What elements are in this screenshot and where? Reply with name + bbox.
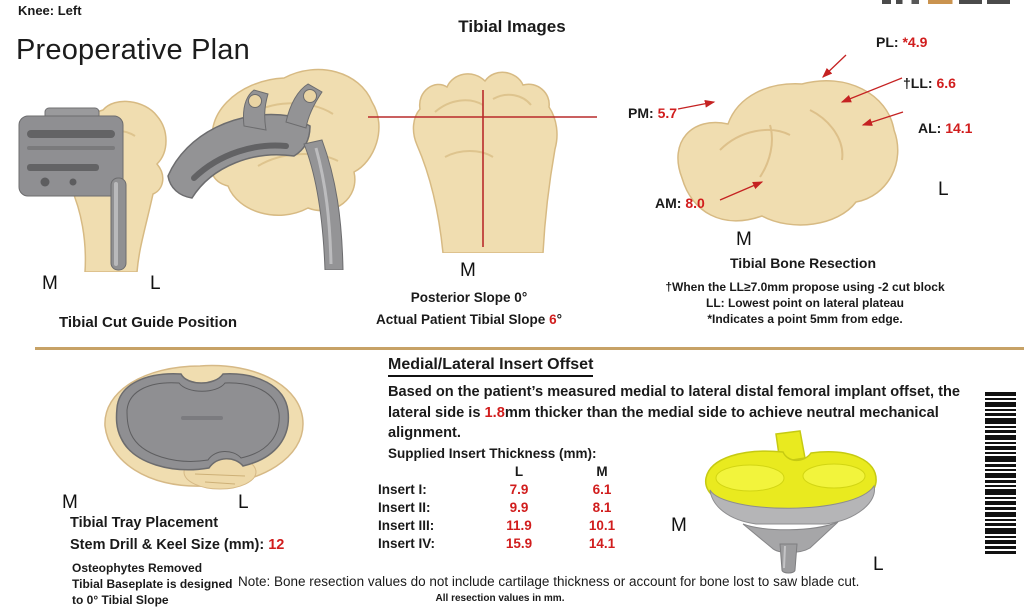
measurement-al: AL: 14.1 xyxy=(918,120,973,136)
insert-thickness-table: L M Insert I: 7.9 6.1 Insert II: 9.9 8.1… xyxy=(378,464,644,551)
resection-note-1: †When the LL≥7.0mm propose using -2 cut … xyxy=(665,280,945,294)
tibial-images-heading: Tibial Images xyxy=(458,17,566,36)
clipped-header-text xyxy=(882,0,1010,4)
insert-offset-paragraph: Based on the patient’s measured medial t… xyxy=(388,384,960,442)
posterior-slope-label: Posterior Slope 0° xyxy=(410,290,528,305)
table-cell: 9.9 xyxy=(509,500,529,515)
column-header-l: L xyxy=(514,464,524,479)
baseplate-note-line2: to 0° Tibial Slope xyxy=(72,593,169,607)
measurement-am: AM: 8.0 xyxy=(655,195,705,211)
table-row-label: Insert II: xyxy=(378,500,431,515)
baseplate-note-line1: Tibial Baseplate is designed xyxy=(72,577,233,591)
table-cell: 15.9 xyxy=(505,536,533,551)
orientation-l-label: L xyxy=(238,492,249,513)
tibial-insert-image xyxy=(705,430,877,574)
table-cell: 11.9 xyxy=(506,518,532,533)
tibia-front-view-image xyxy=(368,71,597,253)
measurement-pm: PM: 5.7 xyxy=(628,105,678,121)
keel-fins xyxy=(742,521,839,553)
table-row-label: Insert IV: xyxy=(378,536,436,551)
cut-guide-caption: Tibial Cut Guide Position xyxy=(58,314,238,331)
footer-note: Note: Bone resection values do not inclu… xyxy=(238,574,860,589)
measurement-ll: †LL: 6.6 xyxy=(903,75,956,91)
resection-arrows xyxy=(677,54,904,201)
table-row-label: Insert I: xyxy=(378,482,427,497)
curved-guide-shape xyxy=(167,113,311,199)
tibial-tray-placement-image xyxy=(104,364,304,490)
orientation-m-label: M xyxy=(736,229,752,250)
osteophytes-note: Osteophytes Removed xyxy=(72,561,203,575)
table-cell: 7.9 xyxy=(509,482,529,497)
orientation-l-label: L xyxy=(150,273,161,294)
orientation-m-label: M xyxy=(62,492,78,513)
cut-guide-top-view-image xyxy=(167,68,380,270)
insert-table-caption: Supplied Insert Thickness (mm): xyxy=(388,446,597,461)
table-cell: 14.1 xyxy=(588,536,616,551)
table-cell: 10.1 xyxy=(588,518,616,533)
tray-placement-caption: Tibial Tray Placement xyxy=(70,515,219,531)
column-header-m: M xyxy=(596,464,608,479)
footer-subnote: All resection values in mm. xyxy=(435,593,565,604)
table-cell: 8.1 xyxy=(592,500,612,515)
bone-shape xyxy=(412,71,558,253)
tray-shape xyxy=(115,373,290,471)
bone-plateau-shape xyxy=(677,79,899,226)
stem-drill-keel-size: Stem Drill & Keel Size (mm): 12 xyxy=(70,537,285,553)
orientation-m-label: M xyxy=(42,273,58,294)
orientation-l-label: L xyxy=(938,179,949,200)
cut-guide-side-view-image xyxy=(18,100,167,272)
table-row-label: Insert III: xyxy=(378,518,435,533)
resection-caption: Tibial Bone Resection xyxy=(730,255,876,271)
orientation-l-label: L xyxy=(873,554,884,575)
orientation-m-label: M xyxy=(460,260,476,281)
patient-slope-label: Actual Patient Tibial Slope 6° xyxy=(376,312,562,327)
insert-offset-heading: Medial/Lateral Insert Offset xyxy=(388,356,594,377)
stem xyxy=(779,543,798,574)
measurement-pl: PL: *4.9 xyxy=(876,34,928,50)
tibial-plateau-resection-image xyxy=(677,54,904,226)
barcode xyxy=(985,392,1016,554)
table-cell: 6.1 xyxy=(592,482,612,497)
page-title: Preoperative Plan xyxy=(16,34,250,66)
section-divider xyxy=(35,347,1024,350)
resection-note-3: *Indicates a point 5mm from edge. xyxy=(707,312,903,326)
guide-rod xyxy=(303,139,344,270)
cut-guide-rod xyxy=(110,177,127,271)
resection-note-2: LL: Lowest point on lateral plateau xyxy=(705,296,904,310)
orientation-m-label: M xyxy=(671,515,687,536)
knee-side-label: Knee: Left xyxy=(18,3,82,18)
baseplate-rim xyxy=(709,484,875,525)
